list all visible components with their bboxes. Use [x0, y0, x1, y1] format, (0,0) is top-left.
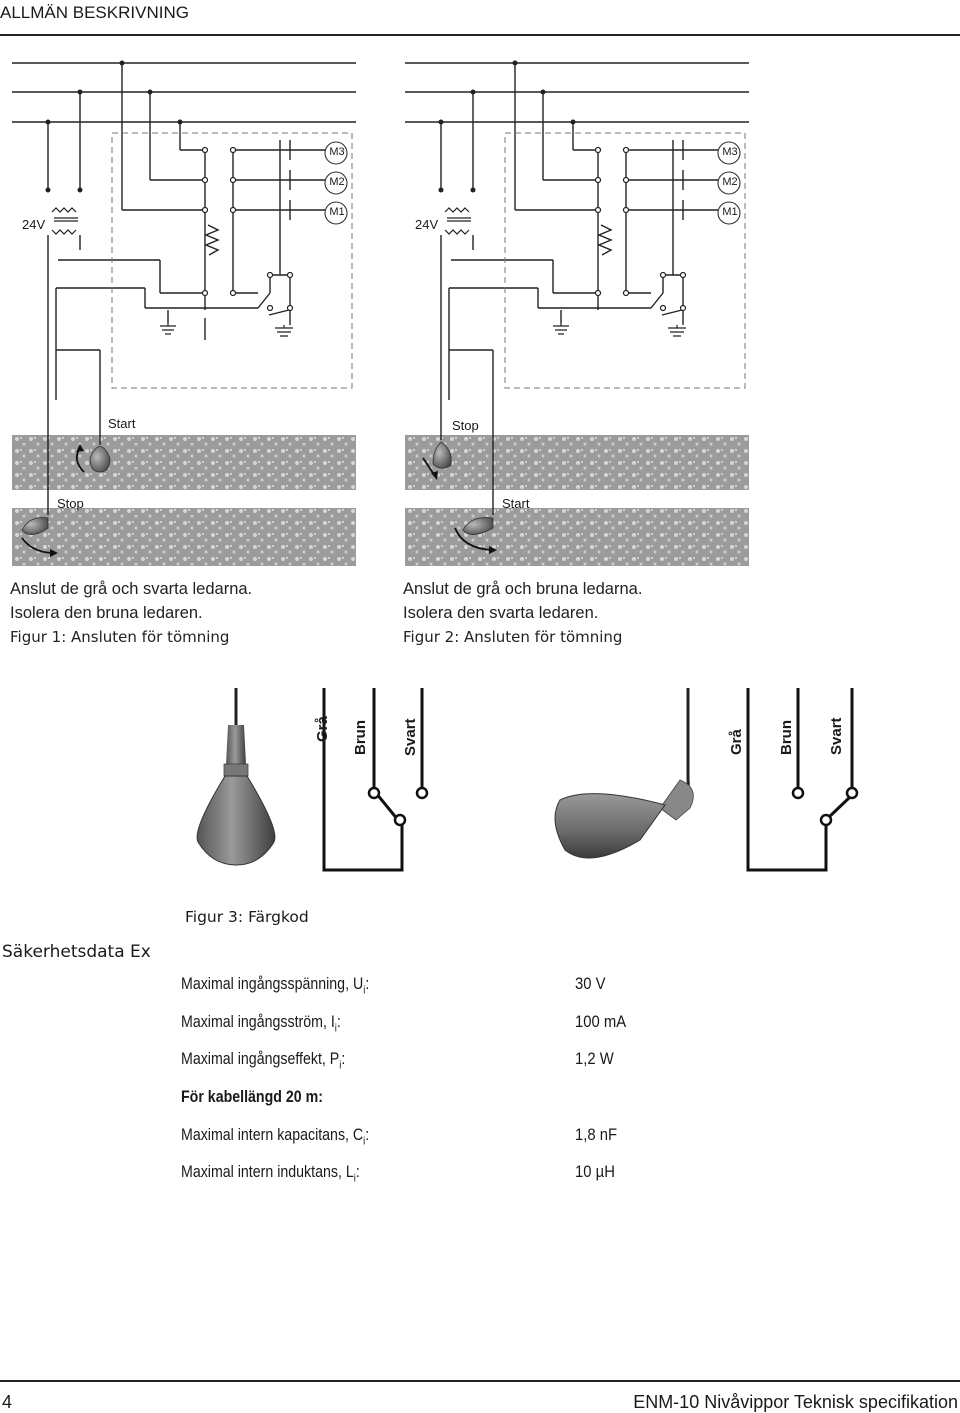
figure1-caption: Anslut de grå och svarta ledarna. Isoler… [10, 580, 253, 646]
wire-label-svart: Svart [402, 718, 419, 756]
safety-row-value: 30 V [575, 975, 606, 993]
cable-length-heading: För kabellängd 20 m: [181, 1088, 323, 1106]
figure3-caption: Figur 3: Färgkod [185, 908, 309, 926]
page-number: 4 [2, 1392, 13, 1412]
wire-label-gra: Grå [728, 729, 745, 755]
safety-row-label: Maximal ingångsspänning, Ui: [181, 975, 370, 997]
figure2-diagram [405, 60, 749, 566]
safety-row-label: Maximal ingångseffekt, Pi: [181, 1050, 346, 1072]
motor-label-m2: M2 [722, 176, 738, 188]
safety-row-label: Maximal intern induktans, Li: [181, 1163, 360, 1185]
stop-label: Stop [57, 496, 84, 511]
figure2-caption: Anslut de grå och bruna ledarna. Isolera… [403, 580, 643, 646]
motor-label-m2: M2 [329, 176, 345, 188]
document-title: ENM-10 Nivåvippor Teknisk specifikation [633, 1392, 958, 1412]
wiring-diagrams [12, 60, 749, 566]
safety-row-value: 100 mA [575, 1013, 627, 1031]
safety-row-label: Maximal intern kapacitans, Ci: [181, 1126, 370, 1148]
wire-label-brun: Brun [352, 720, 369, 755]
motor-label-m3: M3 [722, 146, 738, 158]
start-label: Start [108, 416, 136, 431]
stop-label: Stop [452, 418, 479, 433]
motor-label-m1: M1 [329, 206, 345, 218]
motor-label-m1: M1 [722, 206, 738, 218]
color-code-diagram [196, 688, 859, 872]
voltage-label: 24V [415, 217, 439, 232]
header-rule [0, 34, 960, 36]
start-label: Start [502, 496, 530, 511]
wire-label-brun: Brun [778, 720, 795, 755]
safety-row-label: Maximal ingångsström, Ii: [181, 1013, 341, 1035]
motor-label-m3: M3 [329, 146, 345, 158]
section-title: ALLMÄN BESKRIVNING [0, 3, 189, 22]
figure1-diagram [12, 60, 356, 566]
wire-label-svart: Svart [828, 717, 845, 755]
safety-row-value: 1,2 W [575, 1050, 614, 1068]
safety-row-value: 10 µH [575, 1163, 615, 1181]
wire-label-gra: Grå [314, 716, 331, 742]
footer-rule [0, 1380, 960, 1382]
safety-row-value: 1,8 nF [575, 1126, 618, 1144]
voltage-label: 24V [22, 217, 46, 232]
safety-heading: Säkerhetsdata Ex [2, 942, 151, 962]
